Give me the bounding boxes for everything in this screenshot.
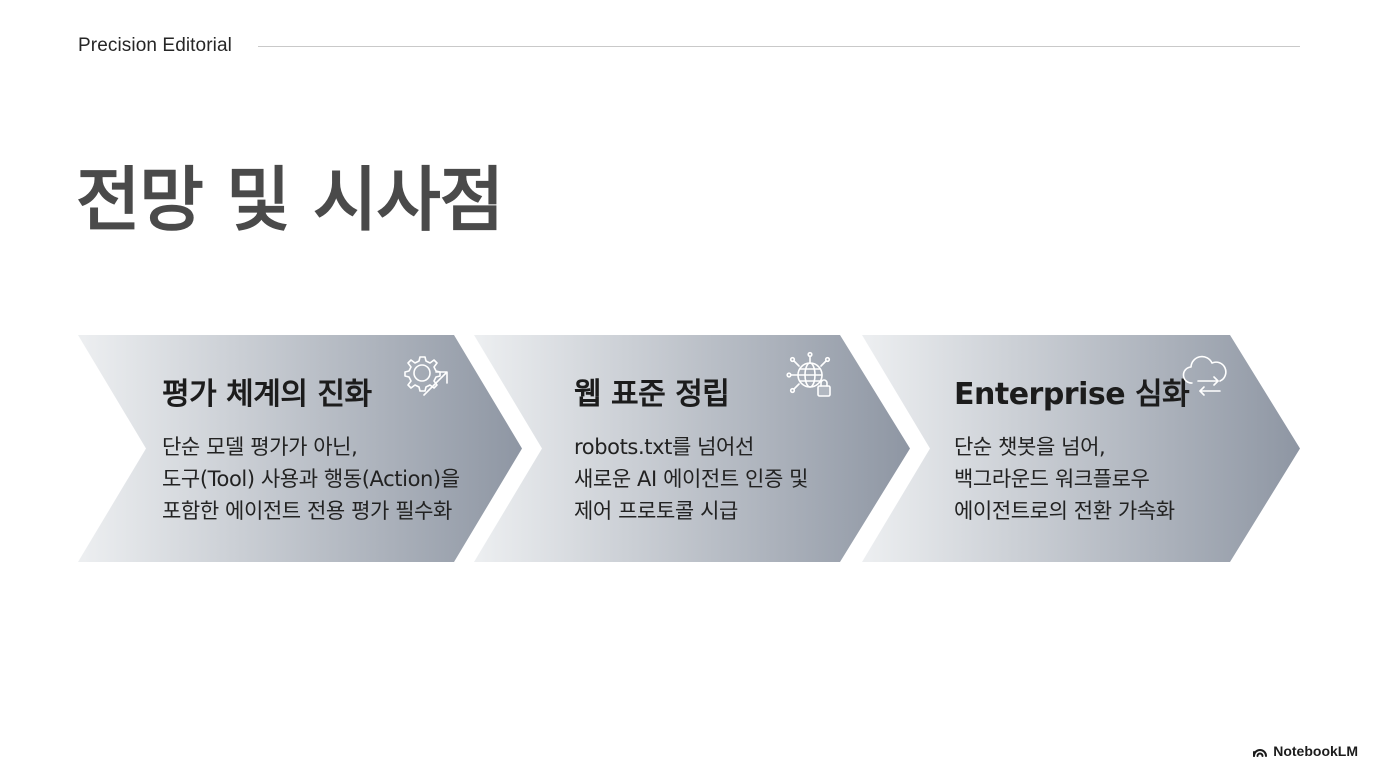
step-description-line: 포함한 에이전트 전용 평가 필수화 (162, 499, 452, 523)
chevron-step-2: 웹 표준 정립 robots.txt를 넘어선 새로운 AI 에이전트 인증 및… (474, 335, 910, 562)
step-description: 단순 챗봇을 넘어, 백그라운드 워크플로우 에이전트로의 전환 가속화 (954, 431, 1175, 527)
step-description: 단순 모델 평가가 아닌, 도구(Tool) 사용과 행동(Action)을 포… (162, 431, 460, 527)
step-description-line: robots.txt를 넘어선 (574, 435, 754, 459)
chevron-step-1: 평가 체계의 진화 단순 모델 평가가 아닌, 도구(Tool) 사용과 행동(… (78, 335, 522, 562)
step-description-line: 단순 모델 평가가 아닌, (162, 435, 358, 459)
step-title: Enterprise 심화 (954, 377, 1190, 412)
header-label: Precision Editorial (78, 35, 232, 56)
chevron-shape (862, 335, 1300, 562)
page-title: 전망 및 시사점 (76, 159, 504, 241)
step-description-line: 제어 프로토콜 시급 (574, 499, 738, 523)
gear-arrow-icon (402, 351, 452, 401)
chevron-step-3: Enterprise 심화 단순 챗봇을 넘어, 백그라운드 워크플로우 에이전… (862, 335, 1300, 562)
chevron-shape (78, 335, 522, 562)
step-description-line: 에이전트로의 전환 가속화 (954, 499, 1175, 523)
step-description-line: 도구(Tool) 사용과 행동(Action)을 (162, 467, 460, 491)
step-title: 웹 표준 정립 (574, 377, 730, 412)
step-description-line: 새로운 AI 에이전트 인증 및 (574, 467, 809, 491)
brand-name: NotebookLM (1273, 743, 1358, 759)
globe-lock-icon (786, 351, 836, 401)
notebooklm-logo-icon (1253, 749, 1268, 757)
step-description-line: 백그라운드 워크플로우 (954, 467, 1150, 491)
step-description-line: 단순 챗봇을 넘어, (954, 435, 1106, 459)
header-divider (257, 45, 1300, 47)
cloud-sync-icon (1180, 351, 1230, 401)
brand-watermark: NotebookLM (1252, 743, 1358, 759)
header: Precision Editorial (78, 32, 1300, 60)
chevron-shape (474, 335, 910, 562)
step-description: robots.txt를 넘어선 새로운 AI 에이전트 인증 및 제어 프로토콜… (574, 431, 808, 527)
step-title: 평가 체계의 진화 (162, 377, 372, 412)
